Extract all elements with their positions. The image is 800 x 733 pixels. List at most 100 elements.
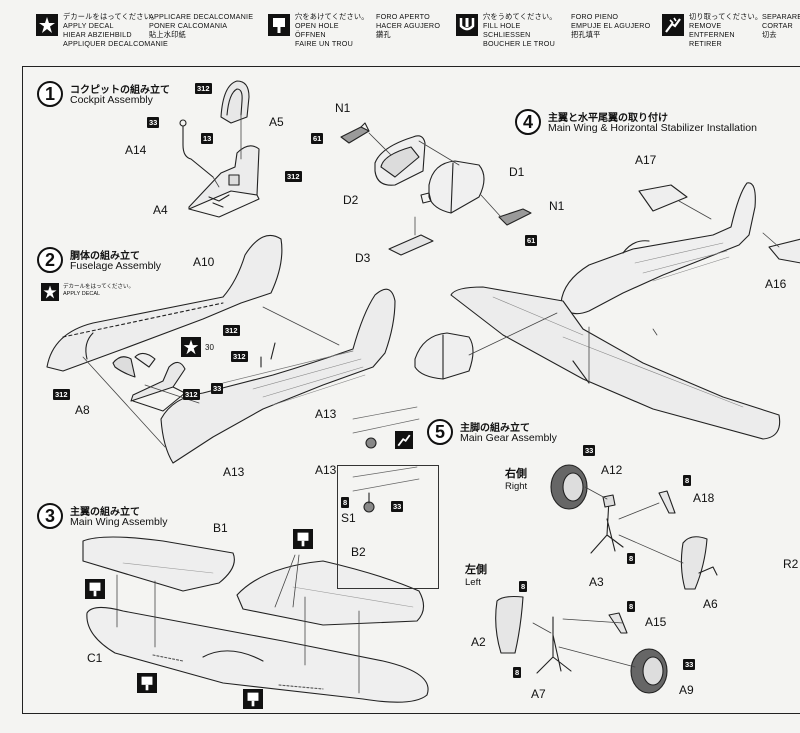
star-icon bbox=[36, 14, 58, 36]
legend-it-es: FORO APERTO HACER AGUJERO 鑽孔 bbox=[376, 12, 441, 39]
legend-it-es: FORO PIENO EMPUJE EL AGUJERO 把孔填平 bbox=[571, 12, 651, 39]
assembly-drawings bbox=[46, 80, 800, 703]
part-a14-stick bbox=[179, 119, 214, 178]
color-tag: 33 bbox=[583, 445, 596, 456]
color-tag: 61 bbox=[525, 235, 538, 246]
part-a12-wheel bbox=[550, 464, 588, 510]
color-tag: 8 bbox=[341, 497, 350, 508]
fill-hole-icon bbox=[456, 14, 478, 36]
label-a13-zoom2: A13 bbox=[315, 463, 337, 477]
label-c1: C1 bbox=[87, 651, 103, 665]
label-r2: R2 bbox=[783, 557, 799, 571]
legend-open-hole: 穴をあけてください。 OPEN HOLE ÖFFNEN FAIRE UN TRO… bbox=[268, 12, 468, 56]
decal-number: 30 bbox=[205, 343, 214, 352]
color-tag: 8 bbox=[513, 667, 522, 678]
part-spinner-prop bbox=[414, 332, 474, 380]
legend-bar: デカールをはってください。 APPLY DECAL HIEAR ABZIEHBI… bbox=[22, 8, 800, 58]
side-right-jp: 右側 bbox=[505, 468, 527, 480]
legend-fill-hole: 穴をうめてください。 FILL HOLE SCHLIESSEN BOUCHER … bbox=[456, 12, 666, 56]
color-tag: 312 bbox=[195, 83, 212, 94]
color-tag: 312 bbox=[183, 389, 200, 400]
part-a18-door bbox=[658, 490, 676, 514]
part-cockpit-tub bbox=[130, 361, 186, 412]
color-tag: 13 bbox=[201, 133, 214, 144]
color-tag: 33 bbox=[147, 117, 160, 128]
label-a10: A10 bbox=[193, 255, 215, 269]
color-tag: 312 bbox=[53, 389, 70, 400]
label-s1: S1 bbox=[341, 511, 356, 525]
color-tag: 33 bbox=[391, 501, 404, 512]
open-hole-icon bbox=[293, 529, 313, 549]
label-b1: B1 bbox=[213, 521, 228, 535]
label-a2: A2 bbox=[471, 635, 486, 649]
legend-apply-decal: デカールをはってください。 APPLY DECAL HIEAR ABZIEHBI… bbox=[36, 12, 266, 56]
step-number: 2 bbox=[37, 247, 63, 273]
label-d2: D2 bbox=[343, 193, 359, 207]
fuselage-guide-lines bbox=[82, 306, 340, 448]
label-a13-main: A13 bbox=[223, 465, 245, 479]
open-hole-icon bbox=[243, 689, 263, 709]
label-n1-bottom: N1 bbox=[549, 199, 565, 213]
step-title-jp: 主脚の組み立て bbox=[460, 423, 530, 434]
part-c1-wing-lower bbox=[86, 606, 429, 703]
aircraft-main-wing bbox=[450, 286, 781, 440]
label-b2: B2 bbox=[351, 545, 366, 559]
step5-guide-lines bbox=[532, 486, 684, 668]
part-a6-gear-door bbox=[680, 536, 718, 590]
part-d2-cowl bbox=[374, 135, 426, 186]
color-tag: 312 bbox=[285, 171, 302, 182]
step-number: 4 bbox=[515, 109, 541, 135]
part-a4-cockpit-floor bbox=[188, 145, 260, 218]
side-left-jp: 左側 bbox=[465, 564, 487, 576]
step4-guide-lines bbox=[468, 200, 780, 384]
label-a14: A14 bbox=[125, 143, 147, 157]
instruction-sheet: 1 コクピットの組み立て Cockpit Assembly 2 胴体の組み立て … bbox=[22, 66, 800, 714]
star-icon bbox=[41, 283, 59, 301]
part-n1-exhaust-top bbox=[340, 122, 370, 144]
step-number: 5 bbox=[427, 419, 453, 445]
color-tag: 33 bbox=[683, 659, 696, 670]
color-tag: 312 bbox=[231, 351, 248, 362]
open-hole-icon bbox=[137, 673, 157, 693]
part-a3-strut bbox=[590, 494, 624, 554]
legend-remove: 切り取ってください。 REMOVE ENTFERNEN RETIRER SEPA… bbox=[662, 12, 800, 56]
label-n1-top: N1 bbox=[335, 101, 351, 115]
color-tag: 8 bbox=[519, 581, 528, 592]
step-title-en: Main Wing Assembly bbox=[70, 516, 168, 528]
tailwheel-detail-box bbox=[337, 465, 439, 589]
zoom-detail-tailwheel bbox=[352, 406, 420, 513]
step-title-jp: 主翼の組み立て bbox=[70, 507, 140, 518]
part-n1-exhaust-bottom bbox=[498, 208, 532, 226]
cut-off-icon bbox=[395, 431, 413, 449]
part-a8-bulkhead bbox=[112, 352, 156, 378]
part-b1-wing-upper bbox=[82, 536, 235, 592]
open-hole-icon bbox=[268, 14, 290, 36]
label-a12: A12 bbox=[601, 463, 623, 477]
assembly-guide-lines bbox=[212, 114, 502, 236]
open-hole-icon bbox=[85, 579, 105, 599]
color-tag: 8 bbox=[627, 553, 636, 564]
part-a5-seat bbox=[220, 80, 250, 124]
label-a3: A3 bbox=[589, 575, 604, 589]
label-a8: A8 bbox=[75, 403, 90, 417]
part-d1-nose bbox=[420, 160, 485, 214]
label-a4: A4 bbox=[153, 203, 168, 217]
step-title-jp: 胴体の組み立て bbox=[70, 251, 140, 262]
part-a10-fuselage-half bbox=[46, 234, 283, 372]
label-a5: A5 bbox=[269, 115, 284, 129]
step-title-en: Main Gear Assembly bbox=[460, 432, 557, 444]
step-title-jp: コクピットの組み立て bbox=[70, 85, 170, 96]
part-a13-fuselage-half bbox=[160, 288, 396, 464]
part-a2-gear-door bbox=[495, 595, 524, 654]
label-a9: A9 bbox=[679, 683, 694, 697]
color-tag: 8 bbox=[683, 475, 692, 486]
part-a9-wheel bbox=[630, 648, 668, 694]
part-b2-wing-upper bbox=[236, 560, 425, 626]
side-left-en: Left bbox=[465, 577, 481, 588]
label-a16: A16 bbox=[765, 277, 787, 291]
step-title-en: Cockpit Assembly bbox=[70, 94, 153, 106]
part-a7-strut bbox=[536, 616, 572, 674]
part-d3-panel bbox=[388, 234, 434, 256]
color-tag: 61 bbox=[311, 133, 324, 144]
step-title-jp: 主翼と水平尾翼の取り付け bbox=[548, 113, 668, 124]
